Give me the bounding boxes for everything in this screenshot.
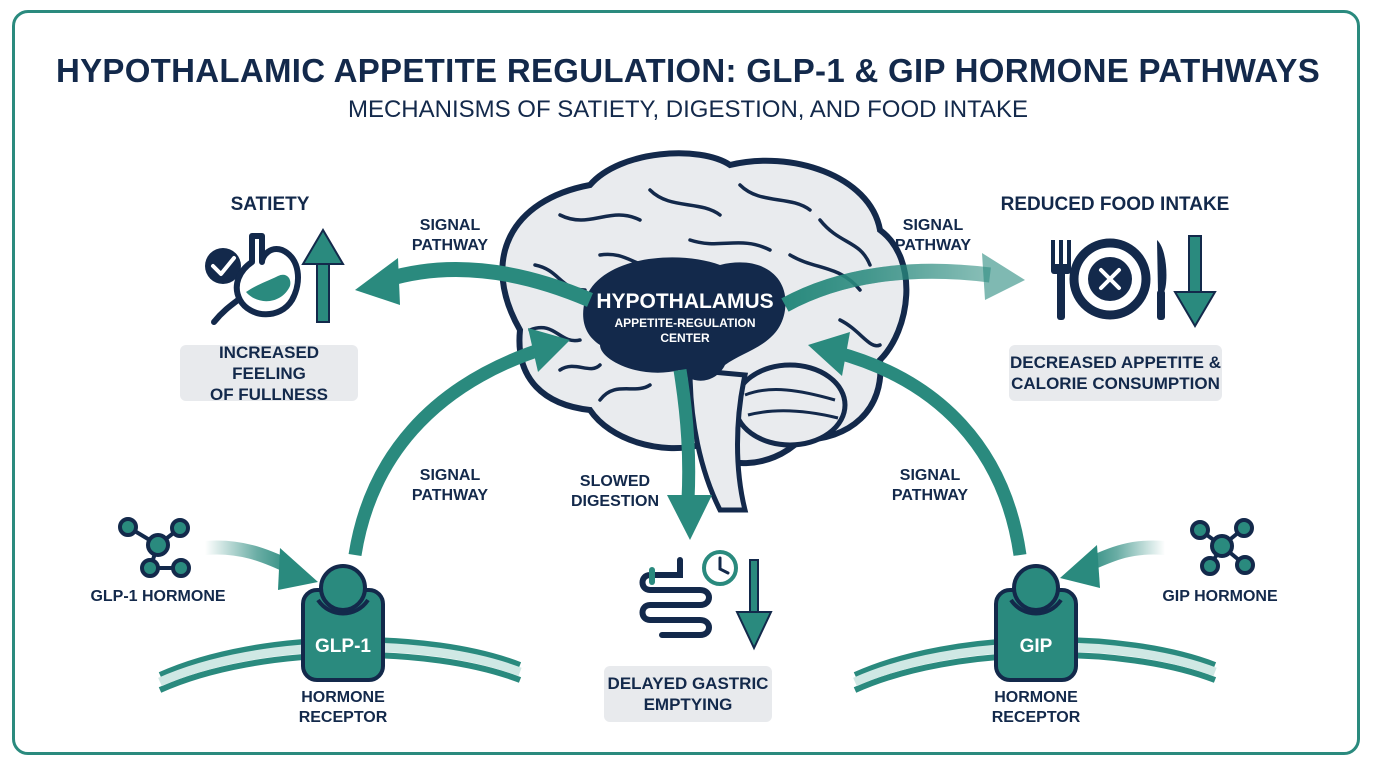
hypothalamus-region (583, 257, 786, 381)
gip-receptor-line1: HORMONE (994, 689, 1078, 706)
satiety-box: INCREASED FEELING OF FULLNESS (180, 342, 358, 404)
page-subtitle: MECHANISMS OF SATIETY, DIGESTION, AND FO… (347, 96, 1029, 123)
brain-illustration (499, 150, 910, 513)
arrow-glp1-hormone (204, 540, 318, 590)
molecule-icon (118, 517, 191, 578)
food-intake-heading: REDUCED FOOD INTAKE (1000, 194, 1230, 215)
digestion-box-line1: DELAYED GASTRIC (607, 674, 769, 693)
food-intake-box-line2: CALORIE CONSUMPTION (1011, 374, 1220, 393)
signal-line2: PATHWAY (411, 487, 489, 504)
hypothalamus-subtitle-2: CENTER (660, 331, 710, 345)
glp1-hormone-label: GLP-1 HORMONE (90, 588, 226, 605)
gip-receptor (994, 564, 1078, 682)
slowed-digestion-label: SLOWED DIGESTION (560, 472, 670, 512)
glp1-receptor (301, 564, 385, 682)
satiety-heading: SATIETY (230, 194, 310, 215)
arrow-glp1-to-brain (348, 328, 570, 557)
clock-icon (702, 550, 738, 586)
food-intake-box: DECREASED APPETITE & CALORIE CONSUMPTION (1009, 345, 1222, 401)
signal-line1: SIGNAL (902, 217, 964, 234)
cerebellum (732, 362, 848, 448)
glp1-receptor-label: HORMONE RECEPTOR (283, 688, 403, 728)
signal-line1: SIGNAL (419, 217, 481, 234)
signal-line2: PATHWAY (891, 487, 969, 504)
signal-pathway-label-top-right: SIGNAL PATHWAY (878, 216, 988, 256)
gip-receptor-label: HORMONE RECEPTOR (976, 688, 1096, 728)
page-title: HYPOTHALAMIC APPETITE REGULATION: GLP-1 … (55, 52, 1321, 89)
digestion-label-line1: SLOWED (579, 473, 651, 490)
gip-receptor-line2: RECEPTOR (991, 709, 1081, 726)
satiety-box-line1: INCREASED FEELING (218, 342, 320, 383)
arrow-to-food-intake (781, 253, 1025, 312)
signal-line1: SIGNAL (899, 467, 961, 484)
gip-hormone-label: GIP HORMONE (1162, 588, 1278, 605)
arrow-to-digestion (667, 368, 712, 540)
satiety-box-line2: OF FULLNESS (209, 384, 329, 404)
plate-x-icon (1069, 238, 1151, 320)
signal-pathway-label-bottom-left: SIGNAL PATHWAY (395, 466, 505, 506)
knife-icon (1157, 240, 1167, 320)
molecule-icon (1190, 518, 1255, 576)
glp1-receptor-line2: RECEPTOR (298, 709, 388, 726)
glp1-receptor-line1: HORMONE (301, 689, 385, 706)
hypothalamus-title: HYPOTHALAMUS (596, 290, 774, 313)
digestion-label-line2: DIGESTION (570, 493, 659, 510)
signal-line2: PATHWAY (411, 237, 489, 254)
arrow-gip-to-brain (808, 332, 1027, 556)
down-arrow-icon (735, 559, 773, 651)
gip-receptor-name: GIP (1019, 636, 1053, 657)
down-arrow-icon (1173, 235, 1217, 328)
signal-pathway-label-bottom-right: SIGNAL PATHWAY (875, 466, 985, 506)
intestine-icon (639, 557, 712, 638)
digestion-box-line2: EMPTYING (643, 695, 733, 714)
stomach-icon (211, 233, 301, 325)
fork-icon (1051, 240, 1071, 320)
food-intake-box-line1: DECREASED APPETITE & (1010, 353, 1221, 372)
signal-line2: PATHWAY (894, 237, 972, 254)
signal-pathway-label-top-left: SIGNAL PATHWAY (395, 216, 505, 256)
digestion-box: DELAYED GASTRIC EMPTYING (604, 666, 772, 722)
brainstem (687, 367, 749, 513)
signal-line1: SIGNAL (419, 467, 481, 484)
glp1-receptor-name: GLP-1 (315, 636, 371, 657)
up-arrow-icon (301, 228, 345, 323)
arrow-gip-hormone (1060, 540, 1166, 588)
hypothalamus-subtitle-1: APPETITE-REGULATION (614, 316, 756, 330)
cerebellum-folds (744, 388, 839, 420)
check-icon (205, 248, 241, 284)
arrow-to-satiety (355, 258, 593, 307)
